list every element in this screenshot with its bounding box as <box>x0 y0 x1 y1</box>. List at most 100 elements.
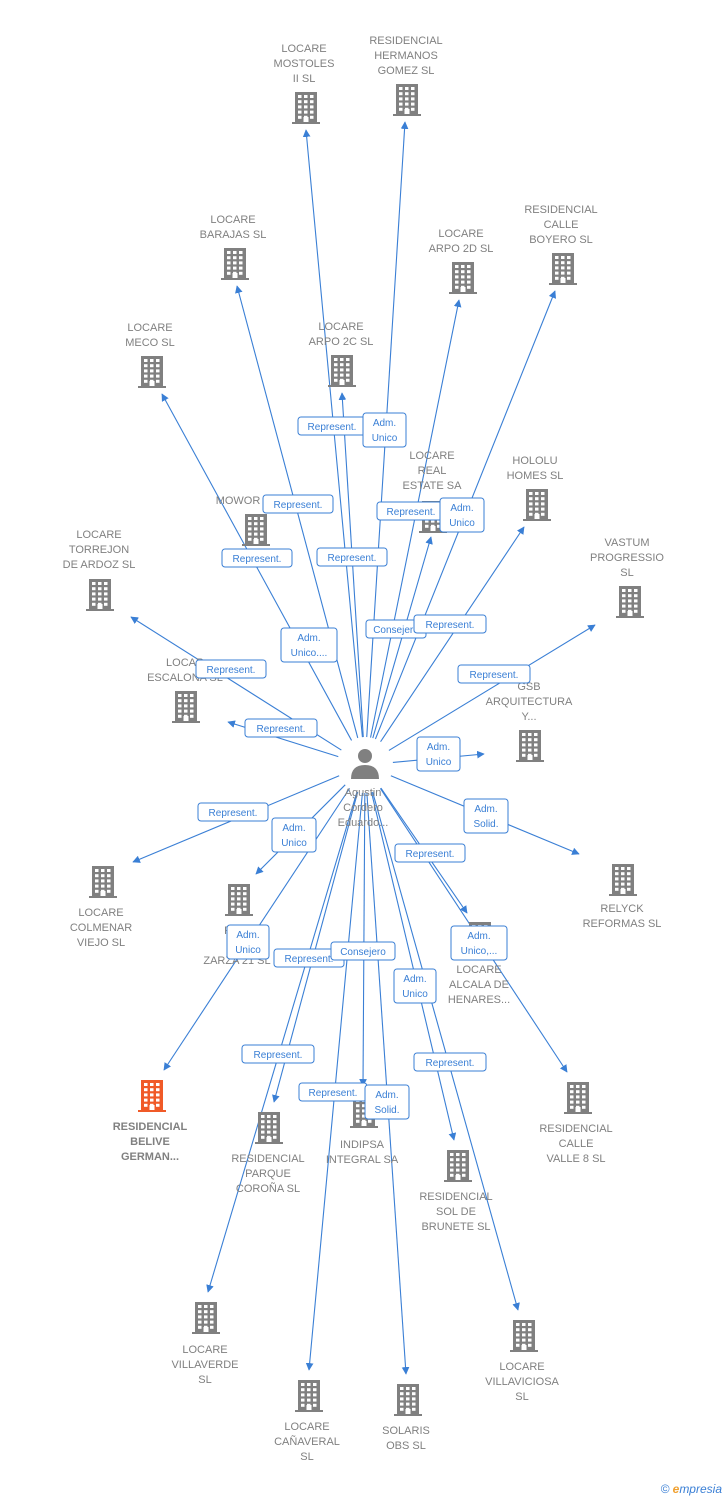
building-icon <box>138 356 166 388</box>
relation-label[interactable]: Represent. <box>298 1082 368 1102</box>
edge-labels-layer: Represent.Adm.UnicoRepresent.Represent.A… <box>195 412 531 1120</box>
relation-label-text: Represent. <box>233 554 282 565</box>
relation-label-text: Adm. <box>474 804 497 815</box>
relation-label[interactable]: Represent. <box>221 548 293 568</box>
relation-label-text: Unico <box>449 518 475 529</box>
relation-label[interactable]: Adm.Unico.... <box>280 627 338 663</box>
relation-label[interactable]: Represent. <box>457 664 531 684</box>
relation-label-text: Consejero <box>340 947 386 958</box>
relation-label[interactable]: Represent. <box>394 843 466 863</box>
relation-label[interactable]: Consejero <box>330 941 396 961</box>
relation-label-text: Adm. <box>427 742 450 753</box>
relation-label[interactable]: Adm. Solid. <box>463 798 509 834</box>
relation-label[interactable]: Represent. <box>197 802 269 822</box>
company-node-mowork[interactable]: MOWOR <box>216 495 270 546</box>
building-icon <box>138 1080 166 1112</box>
relation-label[interactable]: Adm. Unico <box>393 968 437 1004</box>
relation-label[interactable]: Adm. Unico,... <box>450 925 508 961</box>
relation-label-text: Represent. <box>254 1050 303 1061</box>
relation-label[interactable]: Adm.Unico <box>271 817 317 853</box>
relation-label[interactable]: Represent. <box>262 494 334 514</box>
relation-label-text: Unico <box>426 757 452 768</box>
footer-brand[interactable]: ©empresia <box>661 1482 722 1496</box>
relation-label[interactable]: Represent. <box>244 718 318 738</box>
relation-label[interactable]: Adm.Unico <box>226 924 270 960</box>
relation-label[interactable]: Adm.Solid. <box>364 1084 410 1120</box>
edge-canaveral <box>305 792 363 1371</box>
relation-label-text: Represent. <box>309 1088 358 1099</box>
relation-label[interactable]: Represent. <box>376 501 446 521</box>
relation-label-text: Unico,... <box>461 946 498 957</box>
relation-label-text: Represent. <box>308 422 357 433</box>
building-icon <box>192 1302 220 1334</box>
building-icon <box>295 1380 323 1412</box>
building-icon <box>328 355 356 387</box>
relation-label[interactable]: Adm. Unico <box>362 412 407 448</box>
relation-label[interactable]: Represent. <box>297 416 367 436</box>
relation-label-text: Represent. <box>209 808 258 819</box>
relation-label[interactable]: Represent. <box>241 1044 315 1064</box>
relation-label[interactable]: Represent. <box>316 547 388 567</box>
relation-label-text: Adm. <box>282 823 305 834</box>
relation-label[interactable]: Adm. Unico <box>416 736 461 772</box>
relation-label-text: Adm. <box>403 974 426 985</box>
relation-label-text: Represent. <box>257 724 306 735</box>
relation-label-text: Represent. <box>285 954 334 965</box>
relation-label[interactable]: Adm.Unico <box>439 497 485 533</box>
edge-vastum <box>388 624 596 751</box>
relation-label-text: Solid. <box>473 819 498 830</box>
relation-label[interactable]: Represent. <box>195 659 267 679</box>
relation-label-text: Represent. <box>426 1058 475 1069</box>
relation-label-text: Adm. <box>373 418 396 429</box>
relation-label[interactable]: Represent. <box>413 614 487 634</box>
relation-label-text: Unico <box>372 433 398 444</box>
edge-brunete <box>370 792 457 1141</box>
building-icon <box>394 1384 422 1416</box>
building-icon <box>86 579 114 611</box>
relation-label-text: Adm. <box>467 931 490 942</box>
brand-logo-initial: e <box>672 1482 680 1496</box>
relation-label-text: Unico <box>402 989 428 1000</box>
relation-label-text: Represent. <box>470 670 519 681</box>
relation-label-text: Represent. <box>207 665 256 676</box>
relation-label[interactable]: Represent. <box>413 1052 487 1072</box>
